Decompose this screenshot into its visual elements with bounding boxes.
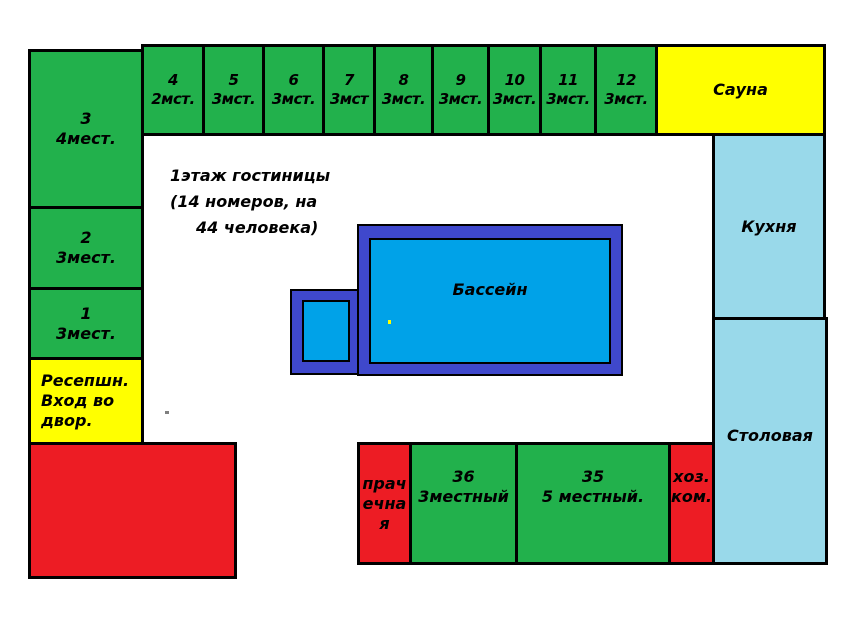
laundry: прач ечна я [357,442,412,565]
room-8: 8 3мст. [373,44,434,136]
room-number: 36 [452,467,475,486]
room-number: 8 [398,71,409,90]
room-number: 2 [80,228,92,247]
sauna: Сауна [655,44,826,136]
floor-title: 1этаж гостиницы (14 номеров, на 44 челов… [170,163,330,241]
red-block [28,442,237,579]
room-10: 10 3мст. [487,44,542,136]
sauna-label: Сауна [713,80,768,99]
reception-line: Вход во [41,391,115,410]
gray-dot [165,411,169,414]
dining-label: Столовая [727,426,813,445]
room-capacity: 3местный [418,487,509,506]
laundry-line: я [379,513,390,533]
room-number: 5 [228,71,239,90]
room-capacity: 3мст. [381,90,426,108]
pool-label: Бассейн [452,279,528,299]
room-number: 7 [344,71,354,90]
reception-line: двор. [41,411,93,430]
room-capacity: 4мест. [56,129,116,148]
room-11: 11 3мст. [539,44,597,136]
room-number: 3 [80,109,92,128]
floor-title-line: 1этаж гостиницы [170,166,331,185]
room-capacity: 5 местный. [541,487,645,506]
kitchen-label: Кухня [741,216,797,236]
room-number: 35 [581,467,605,486]
room-1: 1 3мест. [28,287,144,360]
utility-line: хоз. [673,467,710,486]
main-pool-water: Бассейн [369,238,611,364]
room-capacity: 3мст [329,90,369,108]
room-number: 11 [558,71,578,90]
room-capacity: 2мст. [151,90,195,108]
room-number: 9 [455,71,466,90]
room-2: 2 3мест. [28,206,144,290]
small-pool-water [302,300,350,362]
room-3: 3 4мест. [28,49,144,209]
yellow-dot [388,320,391,324]
dining-room: Столовая [712,317,828,565]
room-number: 1 [80,303,92,323]
utility-line: ком. [671,487,713,506]
room-36: 36 3местный [409,442,518,565]
room-capacity: 3мст. [271,90,316,108]
room-6: 6 3мст. [262,44,325,136]
kitchen: Кухня [712,133,826,320]
room-number: 10 [504,71,525,90]
reception: Ресепшн. Вход во двор. [28,357,144,445]
floor-title-line: (14 номеров, на [170,192,318,211]
room-number: 4 [168,71,178,90]
room-capacity: 3мст. [438,90,483,108]
room-capacity: 3мст. [604,90,648,108]
room-12: 12 3мст. [594,44,658,136]
room-5: 5 3мст. [202,44,265,136]
room-capacity: 3мест. [56,323,116,343]
laundry-line: ечна [362,493,407,513]
laundry-line: прач [362,473,407,493]
room-7: 7 3мст [322,44,376,136]
room-capacity: 3мст. [211,90,256,108]
room-35: 35 5 местный. [515,442,671,565]
utility-room: хоз. ком. [668,442,715,565]
room-number: 6 [288,71,299,90]
room-capacity: 3мст. [546,90,590,108]
floor-title-line: 44 человека) [196,218,319,237]
room-4: 4 2мст. [141,44,205,136]
reception-line: Ресепшн. [41,371,130,390]
room-capacity: 3мест. [56,248,116,267]
room-number: 12 [616,71,636,90]
room-9: 9 3мст. [431,44,490,136]
room-capacity: 3мст. [492,90,537,108]
